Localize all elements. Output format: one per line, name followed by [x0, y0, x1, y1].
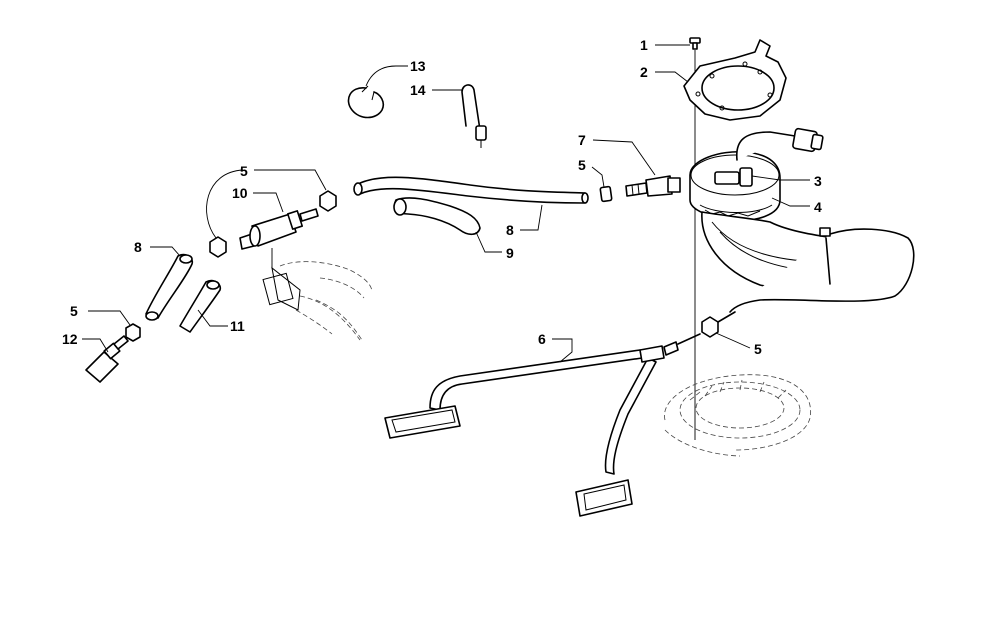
tank-opening-outline [664, 374, 812, 457]
part-fuel-hose-lower[interactable] [145, 253, 194, 321]
callout-6: 6 [538, 331, 546, 347]
part-vent-line-assembly[interactable] [384, 333, 701, 517]
part-clamp-filter-left[interactable] [209, 236, 227, 258]
callout-5-vent: 5 [754, 341, 762, 357]
part-fuel-hose-upper[interactable] [353, 176, 589, 204]
callout-7: 7 [578, 132, 586, 148]
callout-10: 10 [232, 185, 248, 201]
part-clamp-upper-left[interactable] [319, 190, 337, 212]
part-clamp-vent[interactable] [701, 316, 719, 338]
part-retaining-plate[interactable] [683, 39, 787, 121]
callout-5-upper: 5 [240, 163, 248, 179]
part-fuel-pump[interactable] [689, 127, 824, 222]
callout-1: 1 [640, 37, 648, 53]
part-cable-tie[interactable] [461, 84, 487, 148]
callout-9: 9 [506, 245, 514, 261]
callout-4: 4 [814, 199, 822, 215]
part-spring-clamp[interactable] [347, 85, 385, 119]
callout-11: 11 [230, 318, 245, 334]
vent-hose-stub [717, 311, 736, 323]
part-clamp-lower-left[interactable] [125, 323, 141, 342]
part-quick-connector-7[interactable] [625, 175, 681, 197]
part-clamp-near-connector[interactable] [599, 185, 613, 203]
part-short-hose[interactable] [179, 279, 222, 333]
leader-lines [82, 44, 810, 363]
callout-13: 13 [410, 58, 426, 74]
callout-5-lower: 5 [70, 303, 78, 319]
callout-12: 12 [62, 331, 78, 347]
callout-5-connector: 5 [578, 157, 586, 173]
part-pickup-sock[interactable] [701, 211, 915, 313]
callout-3: 3 [814, 173, 822, 189]
part-fuel-filter[interactable] [239, 208, 319, 250]
part-screw[interactable] [689, 37, 701, 50]
callout-2: 2 [640, 64, 648, 80]
hull-detail-sketch [262, 248, 373, 341]
part-formed-hose[interactable] [393, 197, 481, 236]
callout-8-left: 8 [134, 239, 142, 255]
callout-14: 14 [410, 82, 426, 98]
callout-8-right: 8 [506, 222, 514, 238]
part-quick-connector-12[interactable] [85, 335, 129, 383]
callout-labels: 1 2 3 4 5 5 5 5 6 7 8 8 9 10 11 12 13 14 [62, 37, 822, 357]
